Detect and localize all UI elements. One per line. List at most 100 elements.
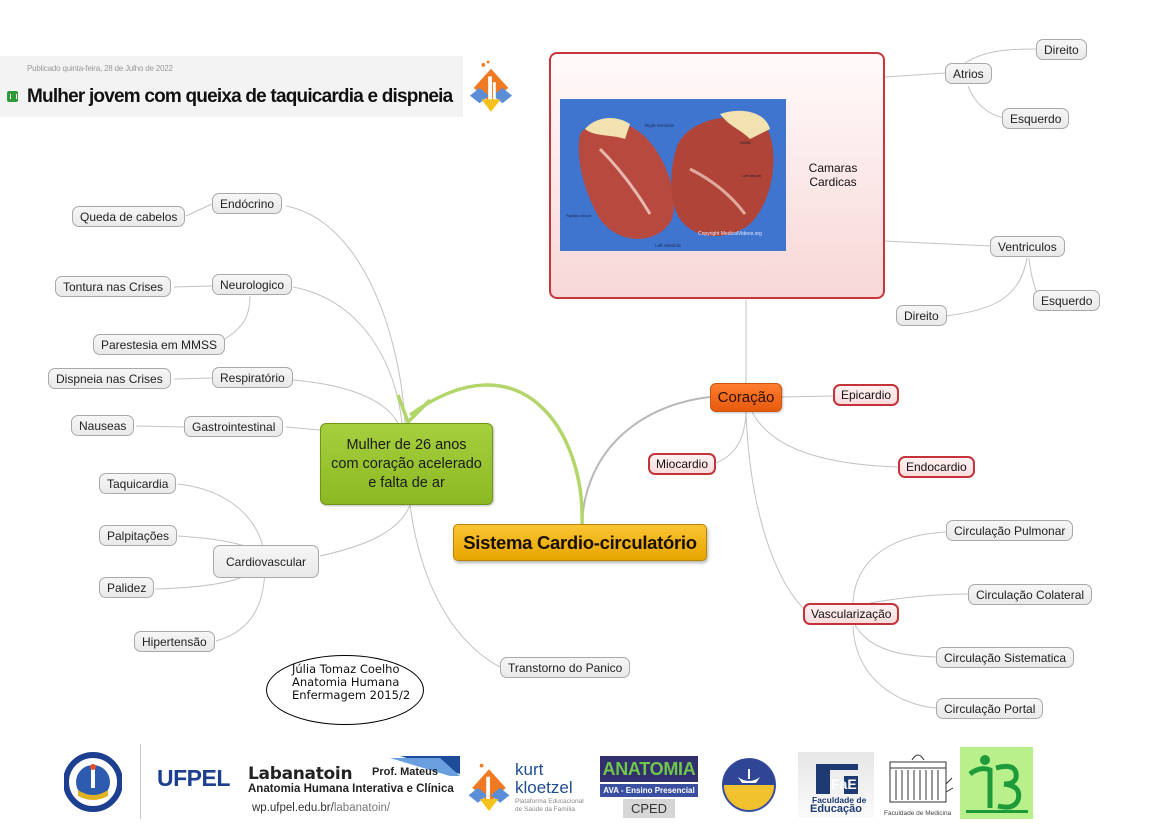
fae-mark-icon: FaE [816, 764, 858, 794]
link-coracao-endocardio [751, 411, 899, 468]
labanatoin-prof: Prof. Mateus [372, 766, 439, 778]
node-gastrointestinal[interactable]: Gastrointestinal [184, 416, 284, 437]
link-vent-direito [945, 257, 1028, 317]
link-central-coracao [581, 396, 711, 525]
footer-divider [140, 744, 141, 819]
link-ventriculos [884, 240, 991, 247]
node-circulacao-colateral[interactable]: Circulação Colateral [968, 584, 1093, 605]
node-cardiovascular[interactable]: Cardiovascular [213, 545, 320, 578]
author-ellipse [266, 655, 424, 725]
post-title[interactable]: Mulher jovem com queixa de taquicardia e… [27, 86, 453, 107]
link-atrios-esquerdo [967, 85, 1005, 119]
node-palidez[interactable]: Palidez [99, 577, 155, 598]
post-published-date: Publicado quinta-feira, 28 de Julho de 2… [27, 64, 173, 73]
heart-label-left-atrium: Left Atrium [742, 173, 762, 178]
link-vasc-sistematica [854, 624, 937, 658]
cped-label: CPED [623, 799, 675, 818]
author-name: Júlia Tomaz Coelho [292, 662, 400, 676]
kurt-sub-line-2: de Saúde da Família [515, 806, 575, 813]
kurt-kloetzel-footer-logo-icon [468, 763, 510, 812]
ufpel-wordmark: UFPEL [157, 765, 230, 791]
link-vasc-colateral [869, 593, 969, 604]
link-palpitacoes [177, 535, 246, 547]
node-ventriculos-esquerdo[interactable]: Esquerdo [1033, 290, 1101, 311]
link-cardiovascular [319, 504, 411, 557]
node-hipertensao[interactable]: Hipertensão [134, 631, 215, 652]
link-coracao-vasc [745, 411, 809, 613]
node-vascularizacao[interactable]: Vascularização [803, 603, 900, 625]
heart-dissection-image: Right Ventricle Aorta Left Atrium Left V… [560, 99, 786, 251]
post-badge-icon [7, 91, 18, 102]
kurt-sub-line-1: Plataforma Educacional [515, 798, 584, 805]
feedback-arrowhead [396, 394, 432, 424]
link-coracao-epicardio [781, 395, 834, 398]
central-topic[interactable]: Sistema Cardio-circulatório [453, 524, 707, 561]
labanatoin-url[interactable]: wp.ufpel.edu.br/labanatoin/ [252, 802, 390, 814]
link-endocrino [285, 205, 406, 424]
ufpel-seal-icon [64, 752, 122, 812]
ava-label: AVA - Ensino Presencial [600, 784, 698, 797]
labanatoin-url-path: labanatoin/ [333, 802, 391, 814]
fae-mark-text: FaE [831, 776, 857, 792]
fae-line-1: Faculdade de [812, 795, 867, 805]
link-vasc-pulmonar [852, 531, 947, 604]
link-queda [185, 203, 213, 217]
nursing-faculty-seal-icon [722, 758, 776, 812]
heart-label-aorta: Aorta [740, 140, 751, 145]
link-nauseas [135, 425, 185, 428]
node-nauseas[interactable]: Nauseas [71, 415, 135, 436]
fae-line-2: Educação [810, 803, 862, 815]
feedback-arrow [408, 383, 584, 525]
link-transtorno [409, 504, 501, 668]
node-circulacao-sistematica[interactable]: Circulação Sistematica [936, 647, 1075, 668]
node-circulacao-pulmonar[interactable]: Circulação Pulmonar [946, 520, 1074, 541]
link-tontura [173, 285, 213, 288]
node-endocrino[interactable]: Endócrino [212, 193, 283, 214]
node-atrios[interactable]: Atrios [945, 63, 992, 84]
heart-image-copyright: Copyright MedicalVideos.org [698, 231, 762, 237]
labanatoin-subtitle: Anatomia Humana Interativa e Clínica [248, 783, 454, 795]
medicina-label: Faculdade de Medicina [884, 810, 952, 817]
link-vasc-portal [852, 625, 937, 709]
labanatoin-url-host: wp.ufpel.edu.br/ [252, 802, 334, 814]
link-neurologico [292, 286, 403, 424]
kurt-kloetzel-logo-icon [469, 60, 513, 112]
ib-mark-icon [966, 755, 1028, 813]
labanatoin-title: Labanatoin [248, 764, 353, 784]
link-coracao-miocardio [715, 411, 747, 464]
node-miocardio[interactable]: Miocardio [648, 453, 717, 475]
link-dispneia [173, 377, 213, 380]
node-epicardio[interactable]: Epicardio [833, 384, 900, 406]
heart-label-right-ventricle: Right Ventricle [645, 123, 675, 128]
link-respiratorio [292, 379, 399, 424]
node-coracao[interactable]: Coração [710, 383, 782, 412]
node-ventriculos-direito[interactable]: Direito [896, 305, 947, 326]
node-respiratorio[interactable]: Respiratório [212, 367, 293, 388]
node-queda-cabelos[interactable]: Queda de cabelos [72, 206, 186, 227]
node-atrios-esquerdo[interactable]: Esquerdo [1002, 108, 1070, 129]
post-header [0, 56, 463, 117]
node-tontura[interactable]: Tontura nas Crises [55, 276, 172, 297]
link-parestesia [219, 295, 251, 343]
node-neurologico[interactable]: Neurologico [212, 274, 293, 295]
author-note: Júlia Tomaz Coelho Anatomia Humana Enfer… [292, 663, 410, 702]
node-taquicardia[interactable]: Taquicardia [99, 473, 177, 494]
node-patient[interactable]: Mulher de 26 anos com coração acelerado … [320, 423, 493, 505]
kurt-name-line-2: kloetzel [515, 778, 573, 797]
author-course: Anatomia Humana [292, 675, 400, 689]
node-endocardio[interactable]: Endocardio [898, 456, 975, 478]
fae-logo [798, 752, 874, 818]
node-parestesia[interactable]: Parestesia em MMSS [93, 334, 226, 355]
link-palidez [154, 575, 246, 590]
node-transtorno-panico[interactable]: Transtorno do Panico [500, 657, 631, 678]
node-atrios-direito[interactable]: Direito [1036, 39, 1087, 60]
kurt-name-line-1: kurt [515, 760, 544, 779]
node-ventriculos[interactable]: Ventriculos [990, 236, 1065, 257]
heart-label-papillary: Papillary Muscle [566, 214, 592, 218]
node-palpitacoes[interactable]: Palpitações [99, 525, 178, 546]
node-circulacao-portal[interactable]: Circulação Portal [936, 698, 1044, 719]
node-dispneia[interactable]: Dispneia nas Crises [48, 368, 171, 389]
